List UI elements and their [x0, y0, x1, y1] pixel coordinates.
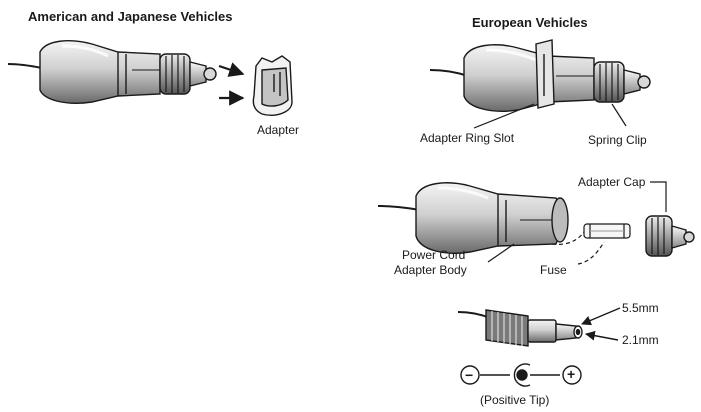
negative-terminal-icon: [460, 365, 480, 385]
euro-cord: [429, 69, 469, 77]
dc-plug-dimension-arrows: [581, 307, 621, 341]
label-adapter: Adapter: [257, 123, 300, 137]
euro-leader-lines: [473, 103, 627, 129]
heading-european: European Vehicles: [472, 15, 588, 30]
label-adapter-cap: Adapter Cap: [578, 175, 646, 189]
left-power-adapter: [7, 40, 217, 104]
positive-terminal-icon: [562, 365, 582, 385]
label-positive-tip: (Positive Tip): [480, 393, 550, 407]
negative-sign: −: [465, 367, 474, 383]
center-pin-icon: [513, 363, 531, 387]
fuse: [583, 223, 631, 239]
euro-adapter-ring-slot: [535, 39, 555, 109]
label-spring-clip: Spring Clip: [588, 133, 647, 147]
left-tip: [189, 61, 207, 87]
left-insert-arrows: [218, 62, 245, 106]
exploded-cord: [377, 205, 421, 211]
heading-american-japanese: American and Japanese Vehicles: [28, 9, 233, 24]
label-adapter-body: Adapter Body: [394, 263, 467, 277]
euro-spring-clip: [623, 69, 641, 95]
adapter-sleeve: [252, 55, 293, 116]
left-cord: [7, 63, 43, 69]
exploded-adapter-body: [377, 182, 569, 254]
adapter-cap: [645, 215, 695, 257]
euro-adapter-body: [463, 44, 595, 112]
dc-plug: [457, 309, 583, 347]
positive-sign: +: [567, 366, 576, 382]
exploded-leader-lines: [487, 181, 667, 265]
left-adapter-body: [39, 40, 161, 104]
left-knurled-ring: [159, 53, 191, 95]
euro-knurled-ring: [593, 61, 625, 103]
label-power-cord: Power Cord: [402, 248, 466, 262]
polarity-symbol: [460, 363, 582, 387]
label-adapter-ring-slot: Adapter Ring Slot: [420, 131, 515, 145]
label-fuse: Fuse: [540, 263, 567, 277]
euro-power-adapter: [429, 39, 651, 112]
dc-plug-cord: [457, 311, 491, 319]
label-size-inner: 2.1mm: [622, 333, 659, 347]
label-size-outer: 5.5mm: [622, 301, 659, 315]
